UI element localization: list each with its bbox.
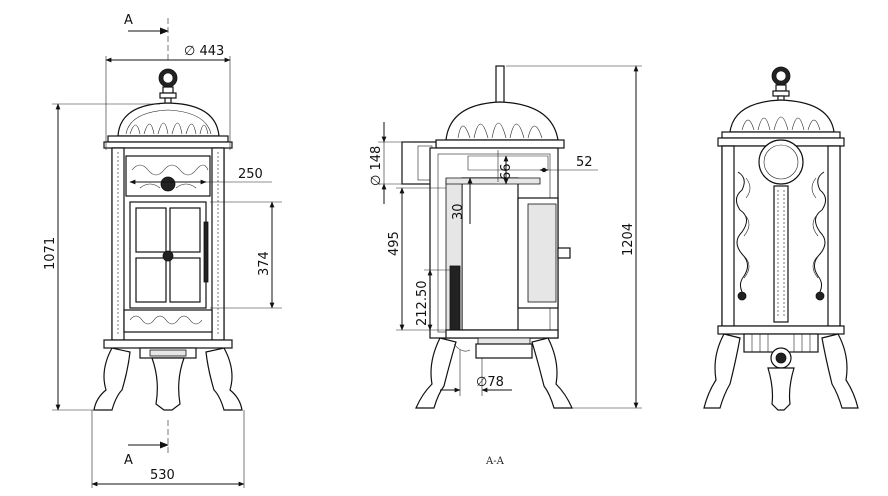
front-view [93, 68, 243, 411]
front-base [93, 347, 243, 411]
front-dome [103, 102, 233, 149]
front-finial [158, 68, 178, 105]
dim-diameter-78: ∅78 [476, 375, 504, 390]
dim-height-1071: 1071 [43, 237, 58, 270]
dim-30: 30 [451, 203, 466, 220]
dim-width-530: 530 [150, 468, 175, 483]
dim-diameter-148: ∅ 148 [369, 146, 384, 186]
dim-52: 52 [576, 155, 593, 170]
section-marker-top: A [124, 13, 133, 28]
dim-height-374: 374 [257, 251, 272, 276]
section-view [401, 65, 573, 409]
dim-diameter-top: ∅ 443 [184, 44, 224, 59]
dim-width-250: 250 [238, 167, 263, 182]
dim-height-1204: 1204 [621, 223, 636, 256]
dim-495: 495 [387, 231, 402, 256]
back-view [703, 66, 859, 411]
front-body [103, 147, 233, 349]
section-marker-bottom: A [124, 453, 133, 468]
section-title: A-A [485, 456, 505, 467]
section-dimensions: ∅ 148 52 66 30 495 212.50 ∅78 1204 A-A [369, 65, 642, 467]
dim-212-50: 212.50 [415, 281, 430, 327]
front-dimensions: A A ∅ 443 250 374 1071 530 [43, 13, 282, 488]
dim-66: 66 [499, 163, 514, 180]
